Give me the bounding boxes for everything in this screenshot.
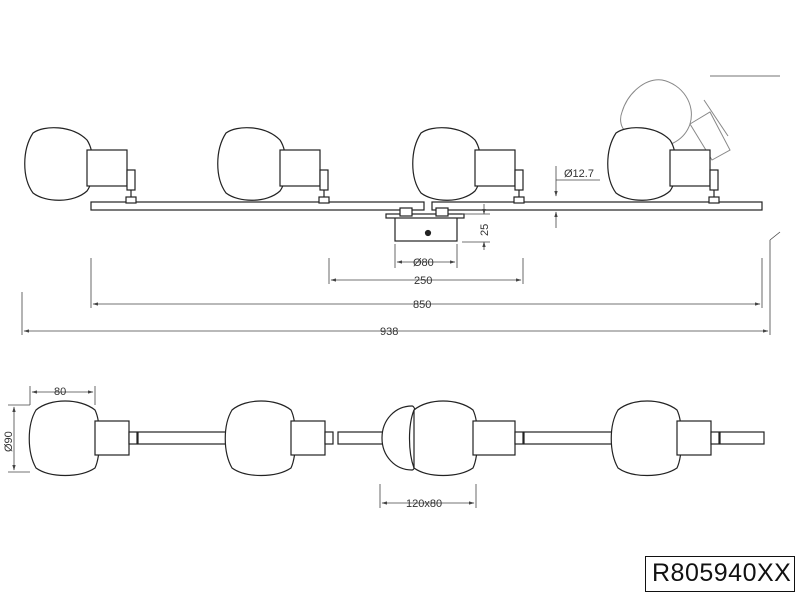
shade-diameter-label: Ø90 [3,431,15,452]
mounting-bar-right [431,201,763,211]
top-spotlight-4 [610,400,720,477]
canopy [385,207,465,242]
top-view [28,400,765,477]
spotlight-2 [217,127,330,204]
canopy-plate-length-label: 250 [414,275,432,287]
top-spotlight-2 [224,400,334,477]
spotlight-3 [412,127,525,204]
side-dimensions [21,166,781,335]
canopy-top-size-label: 120x80 [406,498,442,510]
spotlight-4 [607,79,731,204]
total-length-label: 938 [380,326,398,338]
mounting-bar-left [90,201,425,211]
top-dimensions [8,386,477,508]
side-view [24,75,780,242]
technical-drawing: Ø12.7 25 Ø80 250 850 938 [3,75,781,510]
top-bar-2 [337,431,389,445]
cable-diameter-label: Ø12.7 [564,168,594,180]
top-spotlight-3 [381,400,524,477]
spotlight-1 [24,127,137,204]
shade-width-label: 80 [54,386,66,398]
top-bar-1 [137,431,231,445]
top-bar-3 [523,431,617,445]
model-code-box: R805940XX [645,556,795,592]
top-spotlight-1 [28,400,138,477]
canopy-height-label: 25 [479,224,491,236]
model-code: R805940XX [652,559,792,587]
canopy-diameter-label: Ø80 [413,257,434,269]
top-bar-4 [719,431,765,445]
bar-length-label: 850 [413,299,431,311]
